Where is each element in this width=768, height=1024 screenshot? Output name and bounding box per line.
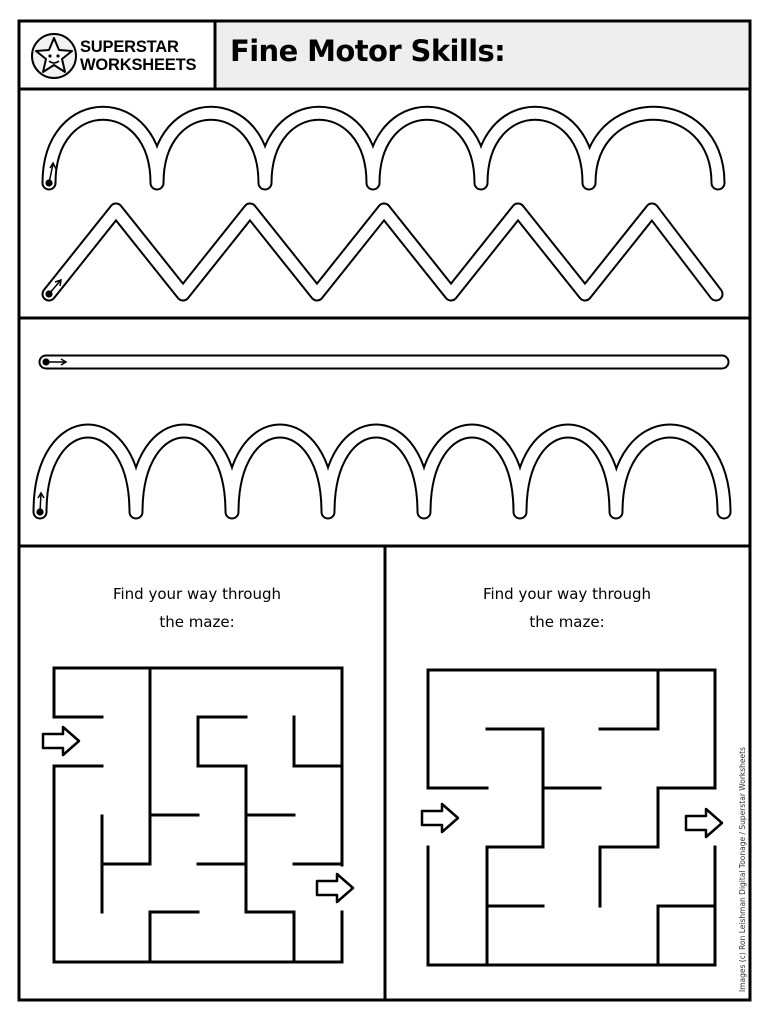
start-arrow-icon: [45, 278, 62, 298]
maze-entry-arrow-icon: [420, 802, 460, 834]
copyright-notice: Images (c) Ron Leishman Digital Toonage …: [738, 746, 747, 992]
maze-exit-arrow-icon: [684, 807, 724, 839]
maze-left: [52, 666, 344, 964]
maze-prompt-right: Find your way through the maze:: [417, 580, 717, 636]
logo: SUPERSTAR WORKSHEETS: [80, 38, 196, 74]
page-title: Fine Motor Skills:: [230, 34, 506, 68]
start-arrow-icon: [36, 491, 45, 516]
trace-track-arches-2: [32, 423, 732, 520]
maze-prompt-line2: the maze:: [529, 613, 605, 631]
maze-right: [426, 668, 717, 967]
logo-line1: SUPERSTAR: [80, 38, 179, 56]
maze-entry-arrow-icon: [41, 725, 81, 757]
panel-borders: [17, 19, 752, 1002]
start-arrow-icon: [45, 161, 57, 187]
trace-track-arches-1: [41, 105, 726, 191]
logo-line2: WORKSHEETS: [80, 56, 197, 74]
maze-prompt-left: Find your way through the maze:: [47, 580, 347, 636]
maze-prompt-line2: the maze:: [159, 613, 235, 631]
maze-prompt-line1: Find your way through: [112, 585, 282, 603]
start-arrow-icon: [42, 358, 68, 366]
maze-prompt-line1: Find your way through: [482, 585, 652, 603]
maze-exit-arrow-icon: [315, 872, 355, 904]
star-face-icon: [31, 33, 77, 79]
trace-track-zigzag: [41, 202, 724, 302]
